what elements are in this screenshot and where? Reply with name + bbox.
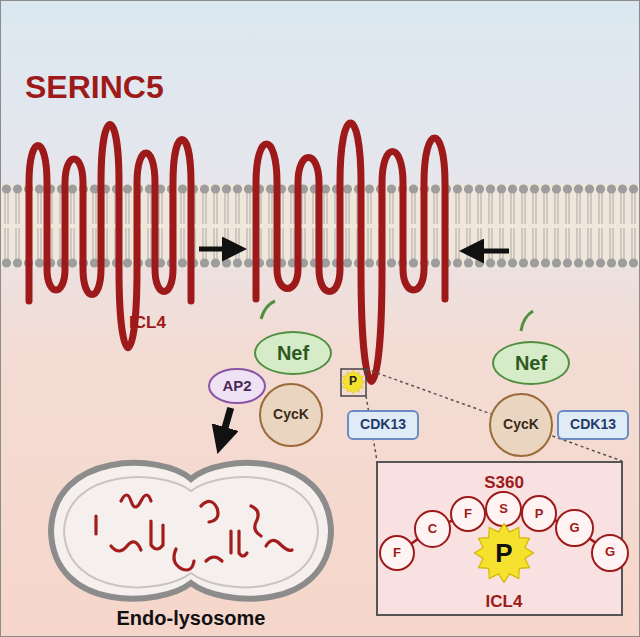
protein-ellipse: S xyxy=(485,491,522,528)
arrow xyxy=(469,249,509,254)
protein-ellipse: CycK xyxy=(489,393,553,457)
degraded-protein xyxy=(96,495,292,570)
node-label: P xyxy=(349,375,357,388)
node-label: C xyxy=(428,522,437,536)
serinc5-protein xyxy=(29,123,445,382)
node-label: CDK13 xyxy=(360,417,406,432)
protein-ellipse: CycK xyxy=(259,383,323,447)
protein-ellipse: F xyxy=(379,535,415,571)
endo-lysosome-membrane xyxy=(51,463,331,599)
protein-ellipse: C xyxy=(414,510,451,547)
transport-arrow xyxy=(221,408,230,441)
myristoyl-anchor xyxy=(521,311,533,331)
zoom-inset: S360ICL4FCFSPGGP xyxy=(376,461,623,616)
region-label: ICL4 xyxy=(486,592,523,612)
protein-ellipse: P xyxy=(521,495,558,532)
phospho-star: P xyxy=(341,370,365,394)
protein-ellipse: AP2 xyxy=(208,368,265,404)
node-label: G xyxy=(605,545,615,559)
protein-ellipse: G xyxy=(555,509,593,547)
protein-ellipse: Nef xyxy=(254,331,332,375)
arrow xyxy=(199,247,237,252)
serinc5-helices xyxy=(256,123,445,382)
node-label: G xyxy=(569,521,579,535)
node-label: Nef xyxy=(277,342,309,364)
node-label: CycK xyxy=(273,407,309,422)
zoom-frame xyxy=(341,369,366,396)
node-label: P xyxy=(495,539,512,568)
node-label: S xyxy=(499,502,508,516)
protein-ellipse: Nef xyxy=(492,341,570,385)
node-label: CDK13 xyxy=(570,417,616,432)
node-label: Endo-lysosome xyxy=(117,607,266,630)
endo-lysosome: Endo-lysosome xyxy=(46,456,336,636)
node-label: F xyxy=(393,546,401,560)
myristoyl-anchor xyxy=(261,301,275,319)
node-label: AP2 xyxy=(222,378,251,395)
serinc5-helices xyxy=(29,125,191,348)
node-label: Nef xyxy=(515,352,547,374)
protein-box: CDK13 xyxy=(557,410,629,440)
node-label: F xyxy=(464,507,472,521)
region-label: ICL4 xyxy=(129,313,166,333)
protein-ellipse: G xyxy=(591,534,629,572)
star-outline xyxy=(341,370,365,394)
endo-lysosome-inner xyxy=(64,477,318,587)
protein-name: SERINC5 xyxy=(25,69,164,106)
protein-box: CDK13 xyxy=(347,410,419,440)
protein-ellipse: F xyxy=(450,496,486,532)
node-label: P xyxy=(535,507,544,521)
phospho-star: P xyxy=(474,523,534,583)
node-label: CycK xyxy=(503,417,539,432)
star-outline xyxy=(475,524,534,583)
